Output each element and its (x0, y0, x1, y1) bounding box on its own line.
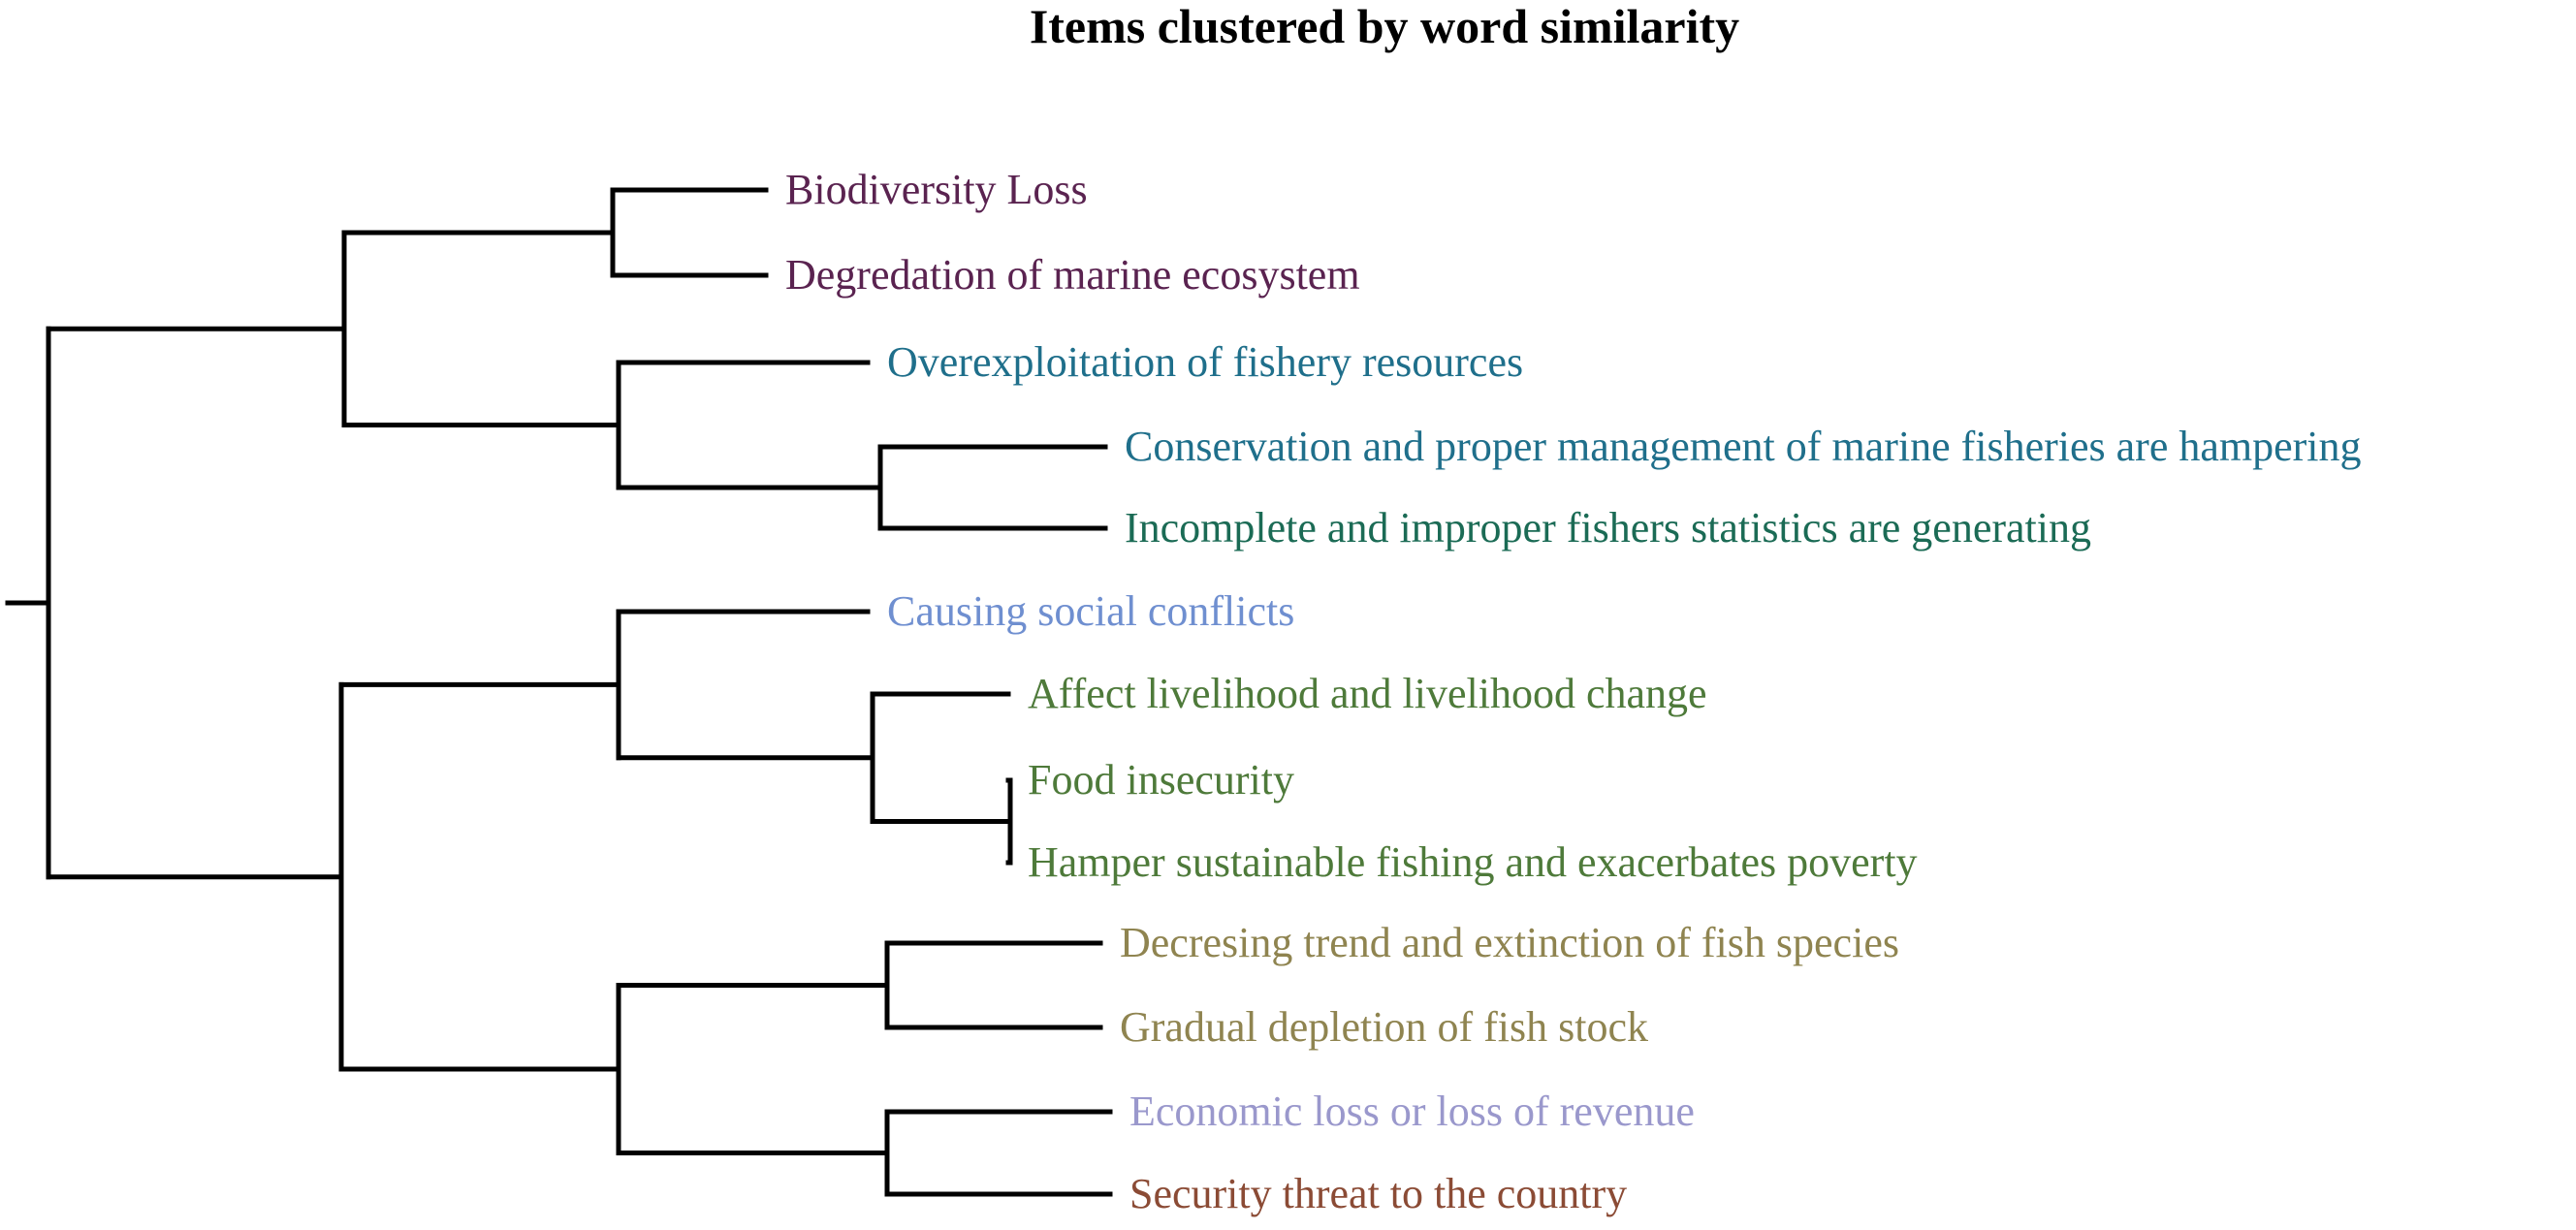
leaf-label: Incomplete and improper fishers statisti… (1125, 504, 2091, 552)
leaf-label: Overexploitation of fishery resources (887, 338, 1523, 386)
chart-title: Items clustered by word similarity (1030, 0, 1739, 53)
leaf-label: Security threat to the country (1129, 1170, 1627, 1217)
leaf-label: Biodiversity Loss (785, 166, 1088, 213)
dendrogram-branches (5, 187, 1113, 1197)
leaf-label: Causing social conflicts (887, 587, 1294, 635)
leaf-label: Food insecurity (1028, 756, 1294, 804)
leaf-label: Conservation and proper management of ma… (1125, 423, 2362, 470)
leaf-label: Decresing trend and extinction of fish s… (1120, 919, 1899, 966)
leaf-label: Affect livelihood and livelihood change (1028, 670, 1707, 717)
leaf-label: Gradual depletion of fish stock (1120, 1003, 1648, 1051)
leaf-label: Economic loss or loss of revenue (1129, 1088, 1695, 1135)
leaf-label: Hamper sustainable fishing and exacerbat… (1028, 838, 1918, 886)
leaf-label: Degredation of marine ecosystem (785, 251, 1360, 299)
